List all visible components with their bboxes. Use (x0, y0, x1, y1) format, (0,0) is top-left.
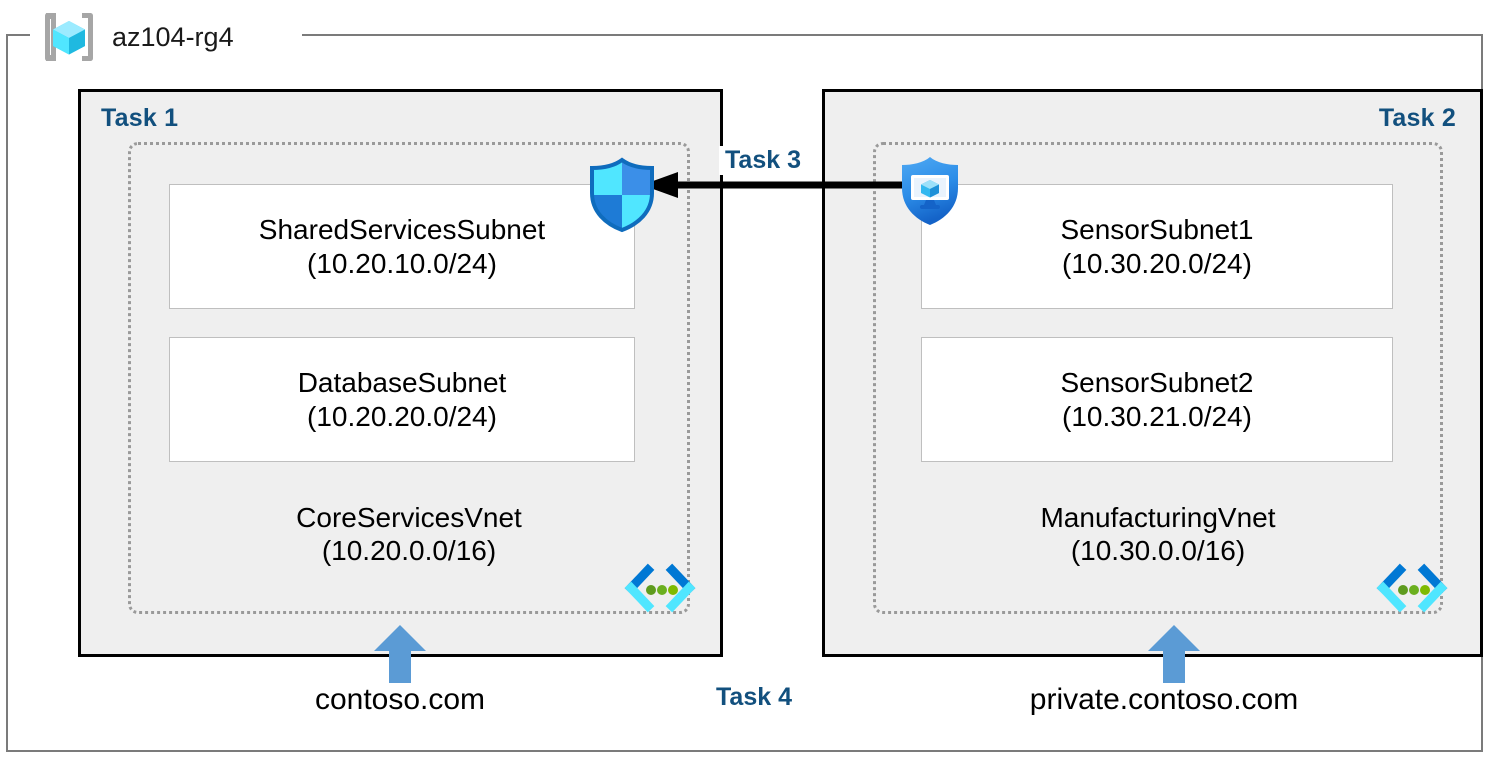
up-arrow-icon-contoso (374, 625, 426, 683)
dns-zone-label-private-contoso: private.contoso.com (1029, 683, 1299, 716)
task-1-panel: Task 1 SharedServicesSubnet (10.20.10.0/… (78, 89, 723, 657)
vnet-caption-coreservices: CoreServicesVnet (10.20.0.0/16) (131, 501, 687, 567)
vnet-name: ManufacturingVnet (1040, 502, 1276, 533)
vnet-peering-arrow (642, 172, 914, 198)
subnet-cidr: (10.20.10.0/24) (307, 247, 497, 279)
subnet-box-sensor1[interactable]: SensorSubnet1 (10.30.20.0/24) (921, 184, 1393, 309)
subnet-cidr: (10.30.20.0/24) (1062, 247, 1252, 279)
vnet-name: CoreServicesVnet (296, 502, 522, 533)
task-2-label: Task 2 (1378, 104, 1456, 132)
virtual-network-code-brackets-icon (624, 563, 696, 618)
task-3-label: Task 3 (719, 146, 807, 175)
virtual-network-code-brackets-icon (1376, 563, 1448, 618)
task-4-label: Task 4 (716, 683, 792, 711)
resource-group-label: az104-rg4 (40, 8, 234, 66)
bastion-shield-monitor-icon (896, 155, 964, 232)
subnet-name: SensorSubnet1 (1060, 214, 1254, 246)
vnet-cidr: (10.20.0.0/16) (321, 535, 497, 567)
vnet-cidr: (10.30.0.0/16) (1070, 535, 1246, 567)
security-shield-icon (586, 157, 658, 238)
subnet-name: SensorSubnet2 (1060, 367, 1254, 399)
dns-zone-label-contoso: contoso.com (314, 683, 486, 716)
subnet-name: SharedServicesSubnet (258, 214, 546, 246)
subnet-name: DatabaseSubnet (297, 367, 507, 399)
azure-resource-group-cube-icon (40, 9, 98, 65)
subnet-cidr: (10.30.21.0/24) (1062, 400, 1252, 432)
task-1-label: Task 1 (101, 104, 179, 132)
subnet-box-database[interactable]: DatabaseSubnet (10.20.20.0/24) (169, 337, 635, 462)
up-arrow-icon-private-contoso (1148, 625, 1200, 683)
vnet-caption-manufacturing: ManufacturingVnet (10.30.0.0/16) (876, 501, 1440, 567)
subnet-box-sharedservices[interactable]: SharedServicesSubnet (10.20.10.0/24) (169, 184, 635, 309)
subnet-box-sensor2[interactable]: SensorSubnet2 (10.30.21.0/24) (921, 337, 1393, 462)
subnet-cidr: (10.20.20.0/24) (307, 400, 497, 432)
resource-group-name: az104-rg4 (112, 21, 234, 52)
